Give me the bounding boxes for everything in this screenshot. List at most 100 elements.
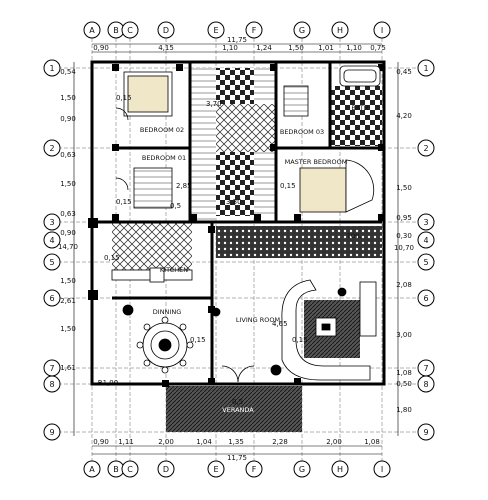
grid-col-c-bottom: C <box>127 465 133 474</box>
label-bath: BATH <box>351 104 368 112</box>
svg-text:1,35: 1,35 <box>228 438 244 446</box>
grid-col-e: E <box>213 26 218 35</box>
grid-row-8: 8 <box>49 380 54 389</box>
grid-row-2-right: 2 <box>423 144 428 153</box>
svg-text:0,15: 0,15 <box>116 94 132 102</box>
dimension-labels-bottom: 0,90 1,11 2,00 1,04 1,35 2,28 2,00 1,08 … <box>93 438 380 462</box>
svg-text:4,65: 4,65 <box>272 320 288 328</box>
svg-text:4,20: 4,20 <box>396 112 412 120</box>
svg-text:1,08: 1,08 <box>396 369 412 377</box>
grid-col-h: H <box>337 26 343 35</box>
grid-col-a: A <box>89 26 95 35</box>
svg-text:2,61: 2,61 <box>60 297 76 305</box>
grid-row-1-right: 1 <box>423 64 428 73</box>
grid-col-i-bottom: I <box>381 465 383 474</box>
label-master-bedroom: MASTER BEDROOM <box>285 158 348 166</box>
grid-column-bubbles-top: A B C D E F G H I <box>83 21 391 39</box>
grid-col-a-bottom: A <box>89 465 95 474</box>
svg-text:0,15: 0,15 <box>280 182 296 190</box>
label-veranda: VERANDA <box>222 406 254 414</box>
svg-text:0,15: 0,15 <box>292 336 308 344</box>
bed-bedroom-3 <box>283 85 309 117</box>
dimension-labels-left: 0,54 1,50 0,90 0,63 1,50 0,63 0,90 14,70… <box>58 68 118 387</box>
grid-col-b: B <box>113 26 119 35</box>
grid-row-4: 4 <box>49 236 54 245</box>
svg-text:11,75: 11,75 <box>227 36 247 44</box>
grid-col-f: F <box>252 26 257 35</box>
dimension-labels-right: 0,45 4,20 1,50 0,95 0,30 10,70 2,08 3,00… <box>394 68 414 414</box>
label-toilet: TOIL <box>346 232 362 240</box>
grid-col-b-bottom: B <box>113 465 119 474</box>
grid-row-1: 1 <box>49 64 54 73</box>
label-dinning: DINNING <box>153 308 181 316</box>
grid-row-7: 7 <box>49 364 54 373</box>
label-living-room: LIVING ROOM <box>236 316 280 324</box>
bed-bedroom-1 <box>133 167 173 209</box>
svg-text:1,11: 1,11 <box>118 438 134 446</box>
grid-col-i: I <box>381 26 383 35</box>
svg-text:0,75: 0,75 <box>370 44 386 52</box>
svg-text:1,10: 1,10 <box>346 44 362 52</box>
svg-text:2,00: 2,00 <box>326 438 342 446</box>
svg-text:11,75: 11,75 <box>227 454 247 462</box>
grid-col-d-bottom: D <box>163 465 169 474</box>
svg-text:1,24: 1,24 <box>256 44 272 52</box>
label-bedroom-03: BEDROOM 03 <box>280 128 324 136</box>
svg-text:1,50: 1,50 <box>60 277 76 285</box>
svg-text:0,95: 0,95 <box>396 214 412 222</box>
grid-row-6-right: 6 <box>423 294 428 303</box>
grid-row-5: 5 <box>49 258 54 267</box>
grid-row-bubbles-right: 1 2 3 4 5 6 7 8 9 <box>417 59 435 441</box>
bathtub <box>339 65 381 87</box>
grid-col-c: C <box>127 26 133 35</box>
grid-col-f-bottom: F <box>252 465 257 474</box>
grid-row-bubbles-left: 1 2 3 4 5 6 7 8 9 <box>43 59 61 441</box>
svg-text:10,70: 10,70 <box>394 244 414 252</box>
svg-text:0,30: 0,30 <box>396 232 412 240</box>
grid-col-g: G <box>299 26 305 35</box>
svg-text:0,15: 0,15 <box>116 198 132 206</box>
grid-row-3: 3 <box>49 218 54 227</box>
svg-text:0,63: 0,63 <box>60 210 76 218</box>
room-labels: BEDROOM 02 BEDROOM 01 BEDROOM 03 MASTER … <box>140 104 369 414</box>
grid-col-d: D <box>163 26 169 35</box>
grid-row-9: 9 <box>49 428 54 437</box>
bed-bedroom-2 <box>123 71 173 117</box>
grid-row-4-right: 4 <box>423 236 428 245</box>
svg-text:1,50: 1,50 <box>288 44 304 52</box>
svg-text:1,50: 1,50 <box>60 325 76 333</box>
dining-table <box>136 316 194 374</box>
grid-col-g-bottom: G <box>299 465 305 474</box>
grid-row-7-right: 7 <box>423 364 428 373</box>
bed-master <box>299 159 375 213</box>
living-sofa <box>281 279 377 381</box>
furniture <box>111 65 381 381</box>
svg-text:1,80: 1,80 <box>396 406 412 414</box>
structural-columns <box>88 64 385 387</box>
svg-text:1,10: 1,10 <box>222 44 238 52</box>
svg-text:0,90: 0,90 <box>93 44 109 52</box>
svg-text:1,50: 1,50 <box>396 184 412 192</box>
svg-text:0,90: 0,90 <box>60 229 76 237</box>
svg-text:4,15: 4,15 <box>158 44 174 52</box>
svg-text:0,90: 0,90 <box>93 438 109 446</box>
svg-text:14,70: 14,70 <box>58 243 78 251</box>
svg-text:1,08: 1,08 <box>364 438 380 446</box>
dimension-chains <box>73 43 399 455</box>
doors <box>115 107 255 383</box>
svg-text:0,90: 0,90 <box>60 115 76 123</box>
label-bedroom-01: BEDROOM 01 <box>142 154 186 162</box>
svg-text:1,50: 1,50 <box>60 94 76 102</box>
svg-text:1,61: 1,61 <box>60 364 76 372</box>
svg-text:0,15: 0,15 <box>104 254 120 262</box>
floor-fills <box>112 68 382 432</box>
plants <box>122 287 347 376</box>
svg-text:3,00: 3,00 <box>396 331 412 339</box>
grid-row-5-right: 5 <box>423 258 428 267</box>
grid-column-bubbles-bottom: A B C D E F G H I <box>83 460 391 478</box>
svg-text:0,5: 0,5 <box>170 202 181 210</box>
grid-col-e-bottom: E <box>213 465 218 474</box>
svg-text:2,00: 2,00 <box>158 438 174 446</box>
svg-text:0,5: 0,5 <box>232 398 243 406</box>
